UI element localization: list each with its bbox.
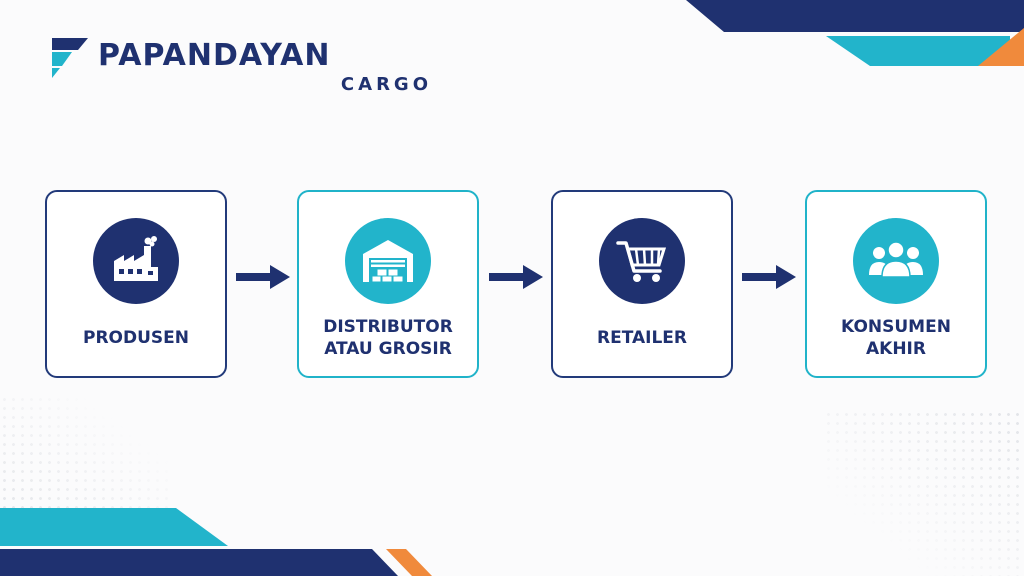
step-label-distributor: DISTRIBUTOR ATAU GROSIR [323, 317, 453, 359]
shopping-cart-icon-circle [599, 218, 685, 304]
dot-pattern-right [824, 410, 1024, 576]
step-distributor: DISTRIBUTOR ATAU GROSIR [297, 190, 479, 378]
step-konsumen: KONSUMEN AKHIR [805, 190, 987, 378]
papandayan-cargo-logo: PAPANDAYAN CARGO [46, 36, 436, 96]
step-produsen: PRODUSEN [45, 190, 227, 378]
warehouse-icon [363, 240, 413, 283]
people-group-icon-circle [853, 218, 939, 304]
logo-mark-icon [52, 38, 88, 78]
step-label-konsumen: KONSUMEN AKHIR [841, 317, 951, 359]
shopping-cart-icon [616, 241, 667, 282]
warehouse-icon-circle [345, 218, 431, 304]
factory-icon-circle [93, 218, 179, 304]
factory-icon [114, 236, 158, 281]
dot-pattern-left [0, 395, 170, 525]
brand-name: PAPANDAYAN [98, 38, 331, 73]
people-group-icon [869, 241, 923, 278]
step-label-retailer: RETAILER [597, 328, 687, 348]
brand-subtitle: CARGO [340, 74, 432, 95]
step-label-produsen: PRODUSEN [82, 328, 189, 348]
step-retailer: RETAILER [551, 190, 733, 378]
flow-arrow-icon [489, 265, 543, 289]
flow-arrow-icon [236, 265, 290, 289]
flow-arrow-icon [742, 265, 796, 289]
